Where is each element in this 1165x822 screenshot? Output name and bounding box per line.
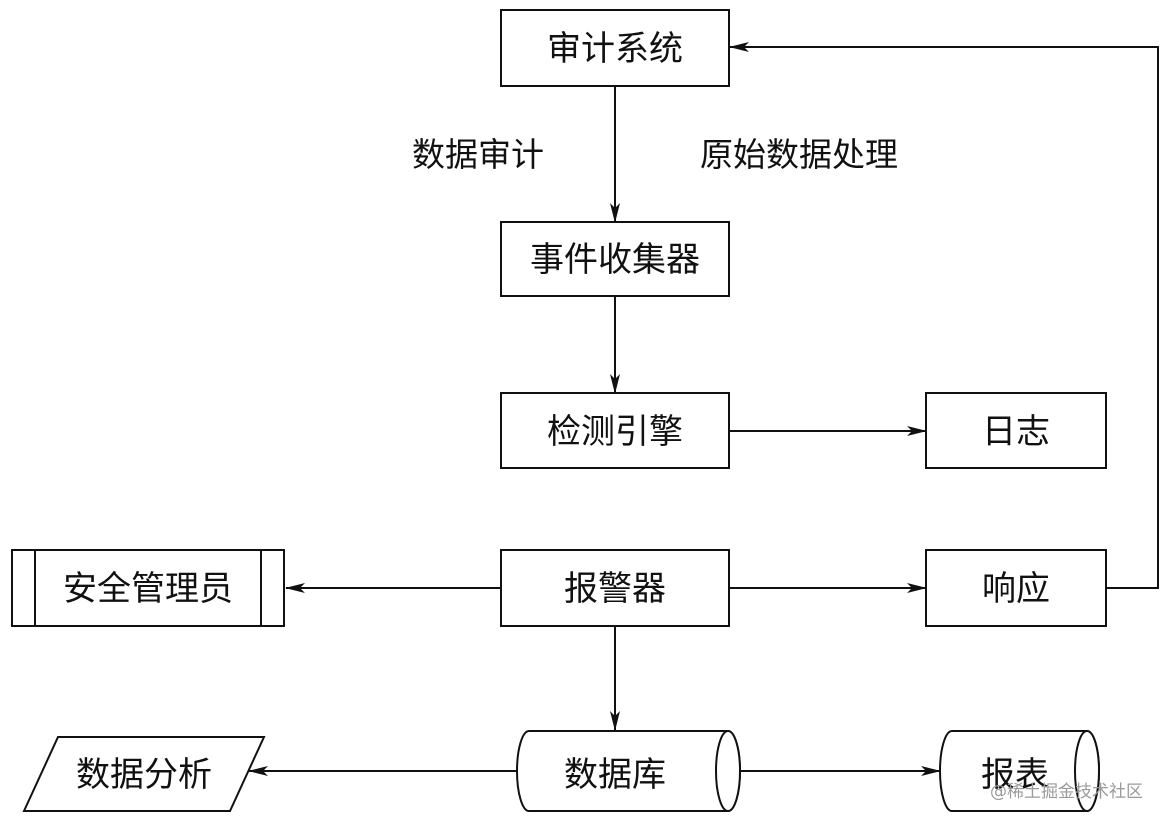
node-event-collector: 事件收集器 xyxy=(500,221,730,297)
annotation-data-audit: 数据审计 xyxy=(412,135,544,174)
node-security-admin: 安全管理员 xyxy=(11,549,285,627)
edge-response-to-audit xyxy=(729,42,1159,589)
node-response: 响应 xyxy=(925,549,1107,627)
annotation-raw-data-processing: 原始数据处理 xyxy=(700,135,898,174)
node-alarm-label: 报警器 xyxy=(564,569,666,609)
node-data-analysis-label: 数据分析 xyxy=(76,755,212,795)
node-response-label: 响应 xyxy=(982,569,1050,609)
node-audit-system-label: 审计系统 xyxy=(547,29,683,69)
node-alarm: 报警器 xyxy=(500,549,730,627)
node-report-label: 报表 xyxy=(981,755,1049,795)
node-audit-system: 审计系统 xyxy=(500,9,730,87)
node-log-label: 日志 xyxy=(982,412,1050,452)
node-database-label: 数据库 xyxy=(564,755,666,795)
node-event-collector-label: 事件收集器 xyxy=(530,240,700,280)
node-detection-engine: 检测引擎 xyxy=(500,392,730,469)
node-detection-engine-label: 检测引擎 xyxy=(547,412,683,452)
watermark-text: @稀土掘金技术社区 xyxy=(990,782,1143,802)
node-log: 日志 xyxy=(925,392,1107,469)
node-data-analysis: 数据分析 xyxy=(22,736,266,812)
node-security-admin-label: 安全管理员 xyxy=(63,569,233,609)
node-database: 数据库 xyxy=(516,730,741,812)
connectors xyxy=(248,42,1159,776)
node-report: 报表 xyxy=(939,730,1100,812)
